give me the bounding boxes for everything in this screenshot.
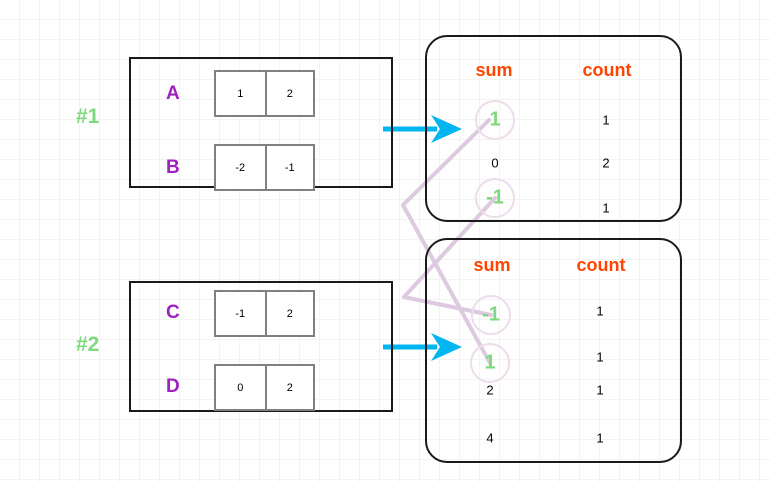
panel-1-row-1-count: 2 — [602, 155, 610, 171]
cell-a-0: 1 — [237, 87, 244, 100]
group-label-2: #2 — [76, 333, 100, 356]
cell-d-0: 0 — [237, 381, 244, 394]
cell-d-1: 2 — [264, 366, 314, 409]
row-letter-a: A — [166, 83, 180, 104]
aggregate-panel-1 — [425, 35, 682, 222]
cell-c-0: -1 — [235, 307, 246, 320]
row-letter-b: B — [166, 157, 180, 178]
panel-2-row-3-sum: 4 — [486, 430, 494, 446]
row-cells-a: 1 2 — [214, 70, 315, 117]
panel-2-row-1-sum: 1 — [484, 351, 496, 374]
aggregate-panel-2 — [425, 238, 682, 463]
row-cells-c: -1 2 — [214, 290, 315, 337]
cell-b-1: -1 — [264, 146, 314, 189]
row-letter-d: D — [166, 376, 180, 397]
row-cells-d: 0 2 — [214, 364, 315, 411]
panel-2-row-1-highlight-circle — [470, 343, 510, 383]
panel-1-row-2-sum: -1 — [486, 186, 504, 209]
row-letter-c: C — [166, 302, 180, 323]
cell-a-1: 2 — [264, 72, 314, 115]
panel-2-row-3-count: 1 — [596, 430, 604, 446]
cell-c-1: 2 — [264, 292, 314, 335]
panel-1-row-2-highlight-circle — [475, 178, 515, 218]
panel-1-header-sum: sum — [475, 60, 513, 80]
panel-2-row-0-highlight-circle — [471, 295, 511, 335]
panel-1-row-2-count: 1 — [602, 200, 610, 216]
panel-1-row-0-count: 1 — [602, 112, 610, 128]
panel-2-row-2-count: 1 — [596, 382, 604, 398]
panel-2-header-count: count — [576, 255, 626, 275]
panel-2-header-sum: sum — [473, 255, 511, 275]
panel-1-row-0-sum: 1 — [489, 108, 501, 131]
panel-2-row-0-sum: -1 — [482, 303, 500, 326]
cell-b-0: -2 — [235, 161, 246, 174]
group-block-2 — [129, 281, 393, 412]
group-label-1: #1 — [76, 105, 100, 128]
panel-1-header-count: count — [582, 60, 632, 80]
panel-1-row-0-highlight-circle — [475, 100, 515, 140]
panel-1-row-1-sum: 0 — [491, 155, 499, 171]
panel-2-row-0-count: 1 — [596, 303, 604, 319]
panel-2-row-2-sum: 2 — [486, 382, 494, 398]
row-cells-b: -2 -1 — [214, 144, 315, 191]
panel-2-row-1-count: 1 — [596, 349, 604, 365]
